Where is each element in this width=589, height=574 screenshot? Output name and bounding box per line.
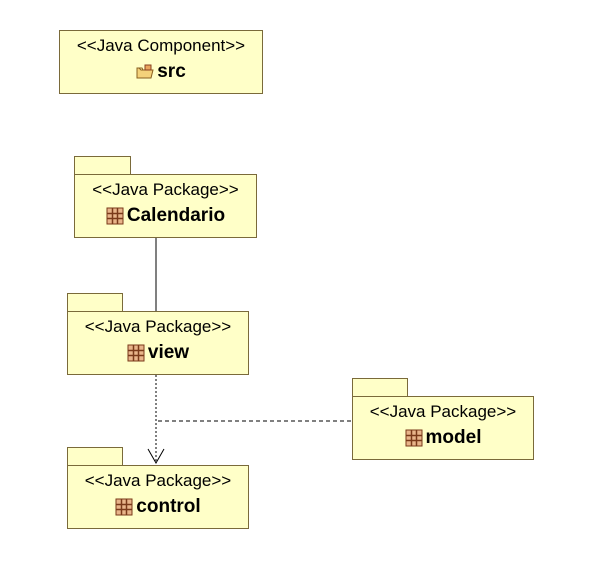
package-icon (127, 344, 145, 362)
node-model[interactable]: <<Java Package>> model (352, 396, 534, 460)
node-control-tab (67, 447, 123, 466)
node-control-stereotype: <<Java Package>> (84, 471, 232, 490)
node-calendario-tab (74, 156, 131, 175)
package-icon (405, 429, 423, 447)
package-icon (106, 207, 124, 225)
node-control-name: control (136, 496, 201, 517)
node-model-tab (352, 378, 408, 397)
node-view-tab (67, 293, 123, 312)
node-calendario[interactable]: <<Java Package>> Calendario (74, 174, 257, 238)
node-model-name: model (425, 427, 482, 448)
folder-icon (136, 64, 154, 79)
package-icon (115, 498, 133, 516)
node-view[interactable]: <<Java Package>> view (67, 311, 249, 375)
edge-view-control-arrowhead (147, 448, 165, 465)
node-control[interactable]: <<Java Package>> control (67, 465, 249, 529)
node-calendario-stereotype: <<Java Package>> (92, 180, 239, 199)
node-calendario-name: Calendario (126, 205, 226, 226)
node-view-stereotype: <<Java Package>> (84, 317, 232, 336)
node-src[interactable]: <<Java Component>> src (59, 30, 263, 94)
node-view-name: view (147, 342, 190, 363)
node-model-stereotype: <<Java Package>> (369, 402, 517, 421)
node-src-stereotype: <<Java Component>> (76, 36, 246, 55)
node-src-name: src (157, 61, 186, 82)
